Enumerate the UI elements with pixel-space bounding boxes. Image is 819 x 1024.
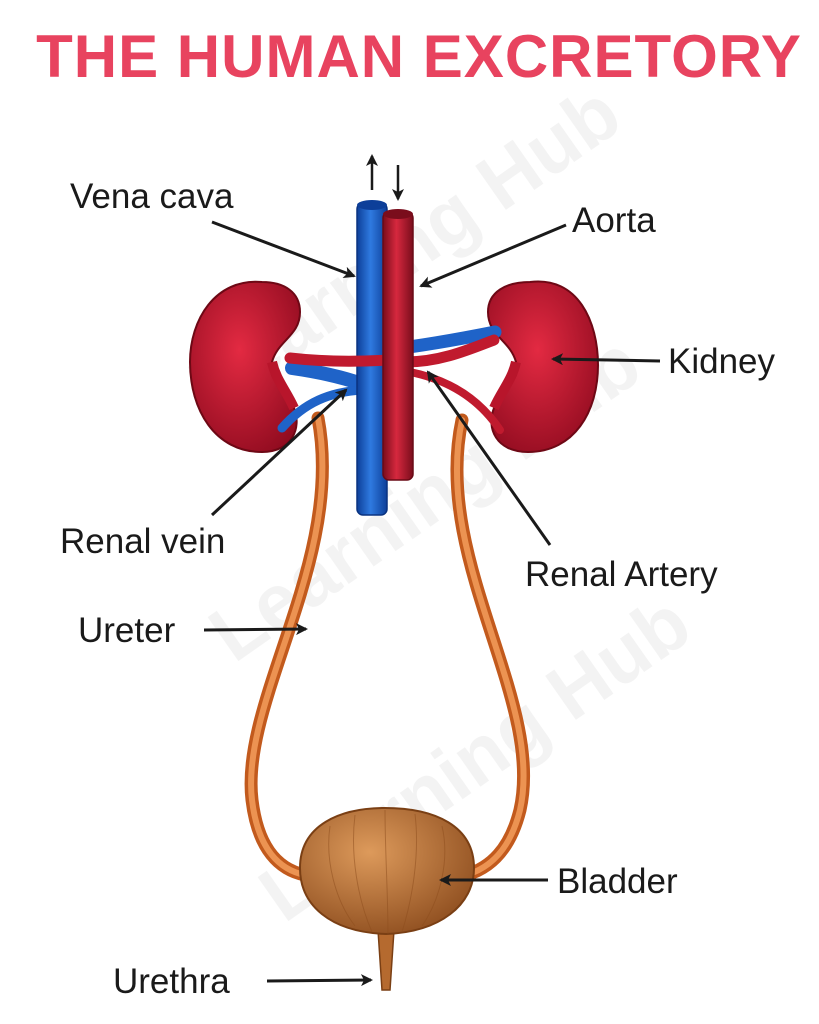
bladder-organ — [298, 806, 476, 991]
vena-cava-pointer — [211, 220, 356, 279]
label-renal-vein: Renal vein — [60, 522, 225, 561]
ureters — [244, 411, 531, 882]
right-kidney — [486, 280, 600, 454]
label-urethra: Urethra — [113, 962, 230, 1001]
renal-arteries — [284, 334, 504, 434]
ureter-pointer — [203, 623, 308, 636]
kidney-pointer — [551, 353, 661, 366]
left-kidney — [188, 280, 302, 454]
label-bladder: Bladder — [557, 862, 678, 901]
aorta-pointer — [419, 223, 567, 288]
renal-artery-pointer — [426, 370, 552, 546]
label-ureter: Ureter — [78, 611, 176, 650]
label-renal-artery: Renal Artery — [525, 555, 718, 594]
label-kidney: Kidney — [668, 342, 776, 381]
urethra-pointer — [266, 974, 373, 987]
aorta-vessel — [382, 209, 414, 481]
label-aorta: Aorta — [572, 201, 656, 240]
renal-vein-pointer — [210, 388, 348, 517]
page-title: THE HUMAN EXCRETORY — [36, 23, 802, 90]
blood-flow-arrows — [366, 154, 404, 201]
leader-lines — [203, 220, 661, 987]
label-vena-cava: Vena cava — [70, 177, 234, 216]
